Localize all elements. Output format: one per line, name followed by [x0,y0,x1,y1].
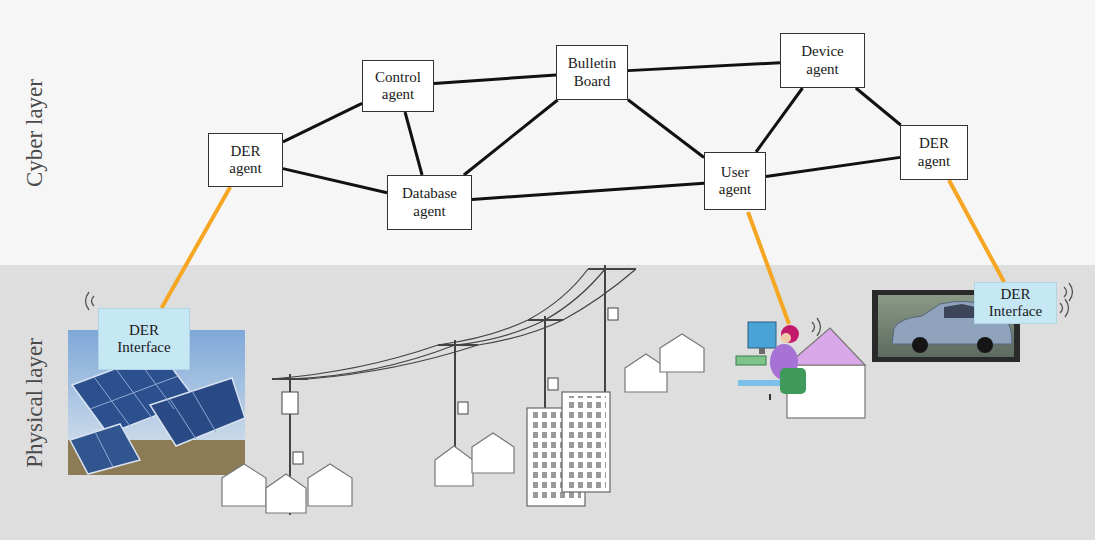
agent-box: DER agent [208,133,283,187]
agent-box: User agent [704,152,766,210]
agent-box: Bulletin Board [556,45,628,100]
node-label: User agent [709,164,761,199]
node-label: DER agent [213,143,278,178]
agent-box: Device agent [780,33,865,88]
buildings [527,392,610,506]
node-label: Bulletin Board [561,55,623,90]
node-label: DER Interface [103,322,185,357]
layer-band: Cyber layerDER agent Control agent Bulleti… [0,0,1095,265]
agent-box: Control agent [362,60,434,112]
node-label: Device agent [785,43,860,78]
agent-box: DER agent [900,125,968,180]
agent-box: Database agent [387,175,472,230]
interface-box: DER Interface [974,282,1057,324]
layer-label: Physical layer [22,338,48,468]
node-label: DER agent [905,135,963,170]
interface-box: DER Interface [98,308,190,370]
node-label: Database agent [392,185,467,220]
node-label: DER Interface [979,286,1052,321]
layer-label: Cyber layer [22,79,48,187]
node-label: Control agent [367,69,429,104]
